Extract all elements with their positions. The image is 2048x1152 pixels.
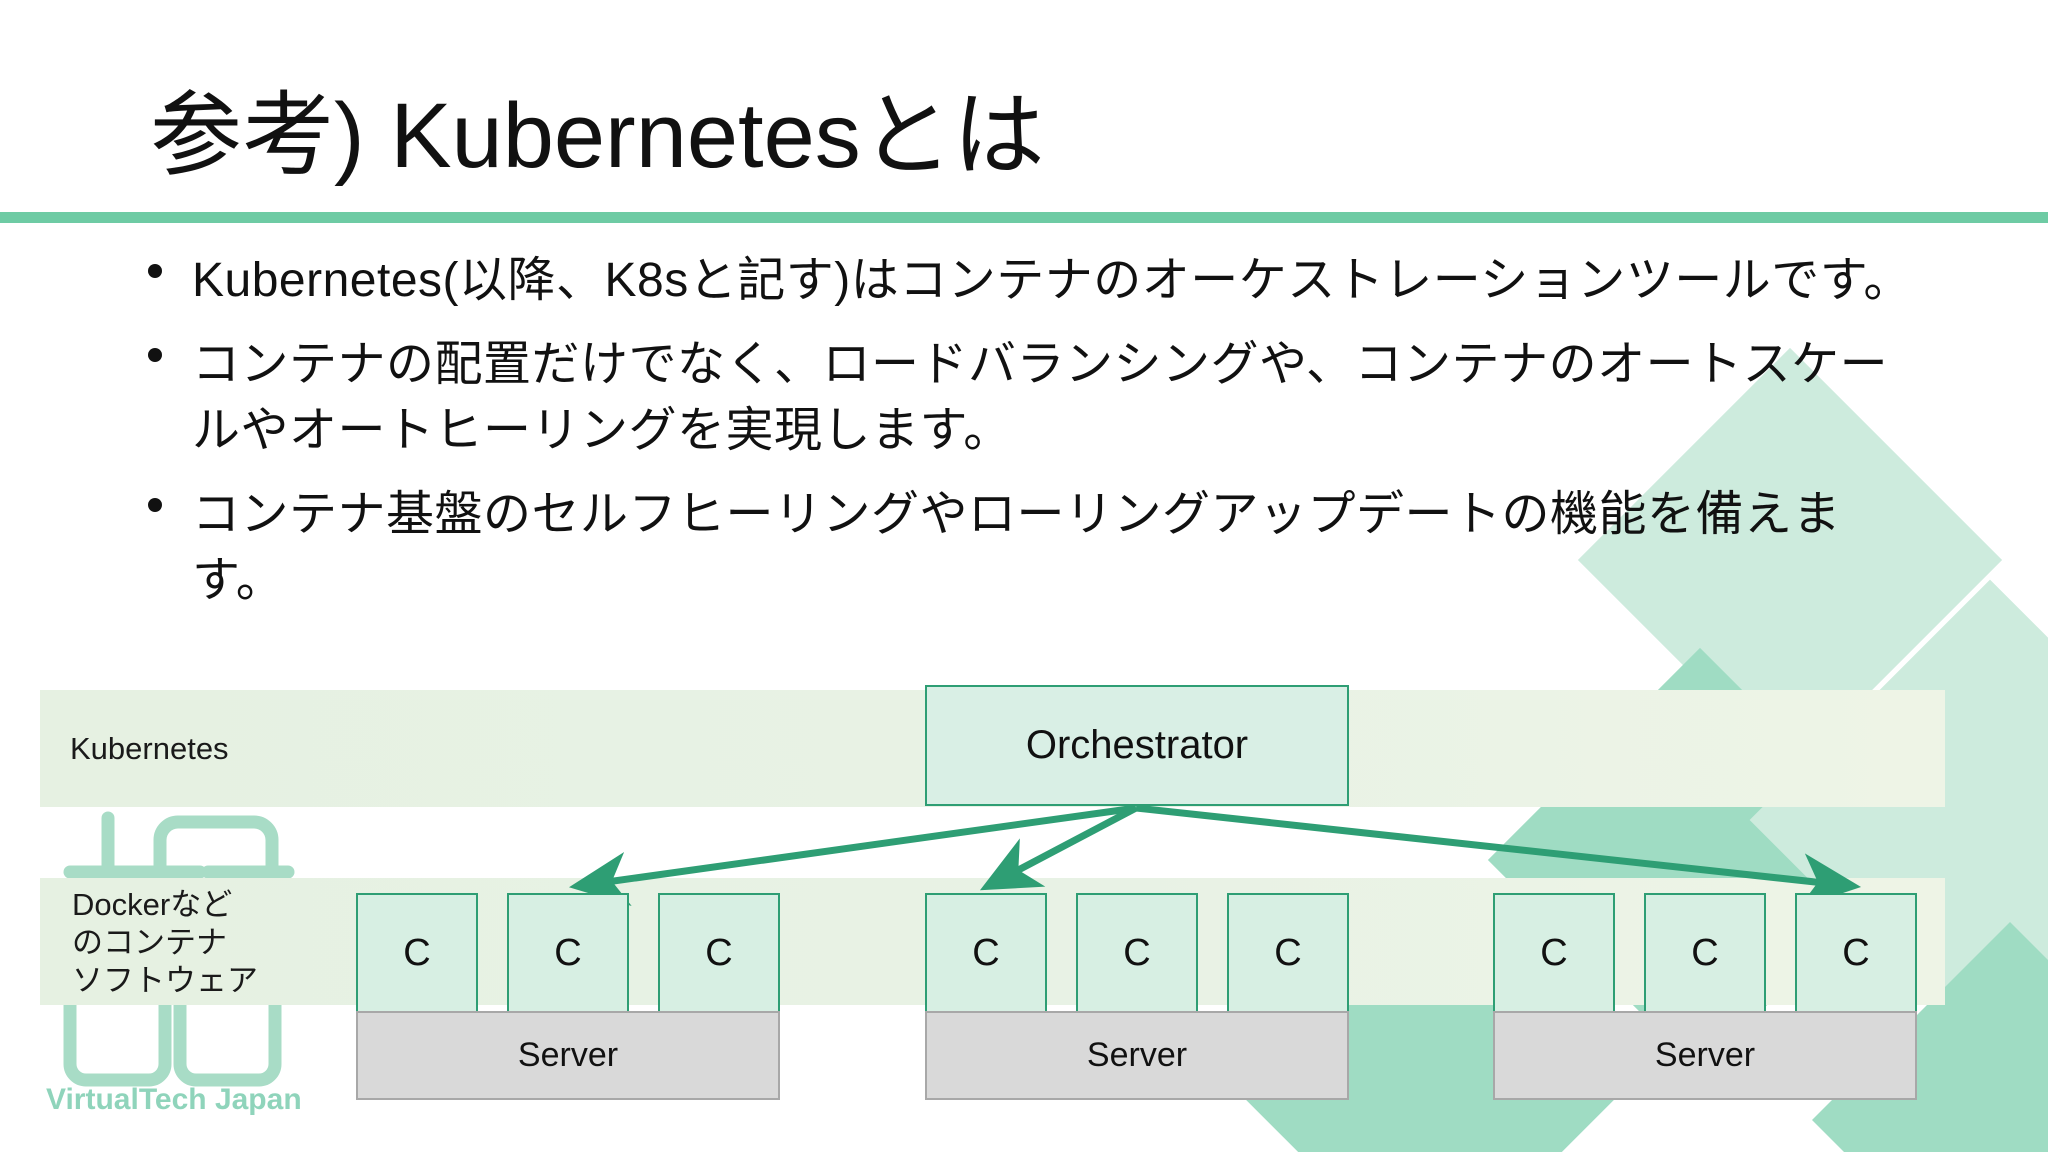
server-node[interactable]: Server	[925, 1011, 1349, 1100]
list-item: Kubernetes(以降、K8sと記す)はコンテナのオーケストレーションツール…	[140, 248, 1930, 314]
bullet-text: Kubernetes(以降、K8sと記す)はコンテナのオーケストレーションツール…	[192, 254, 1912, 307]
title-divider-rule	[0, 212, 2048, 223]
container-node[interactable]: C	[356, 893, 478, 1013]
bullet-text: コンテナの配置だけでなく、ロードバランシングや、コンテナのオートスケールやオート…	[192, 338, 1889, 457]
list-item: コンテナの配置だけでなく、ロードバランシングや、コンテナのオートスケールやオート…	[140, 332, 1930, 464]
container-node[interactable]: C	[507, 893, 629, 1013]
arrow-to-server-3	[1135, 804, 1862, 908]
kubernetes-layer-label: Kubernetes	[70, 731, 229, 766]
container-node[interactable]: C	[1227, 893, 1349, 1013]
bullet-text: コンテナ基盤のセルフヒーリングやローリングアップデートの機能を備えます。	[192, 488, 1842, 607]
orchestrator-node[interactable]: Orchestrator	[925, 685, 1349, 806]
list-item: コンテナ基盤のセルフヒーリングやローリングアップデートの機能を備えます。	[140, 482, 1930, 614]
arrow-to-server-2	[979, 804, 1138, 891]
container-node[interactable]: C	[1493, 893, 1615, 1013]
container-node[interactable]: C	[1076, 893, 1198, 1013]
container-node[interactable]: C	[925, 893, 1047, 1013]
container-node[interactable]: C	[1795, 893, 1917, 1013]
server-node[interactable]: Server	[356, 1011, 780, 1100]
page-title: 参考) Kubernetesとは	[150, 85, 1045, 187]
bullet-list: Kubernetes(以降、K8sと記す)はコンテナのオーケストレーションツール…	[140, 248, 1930, 632]
logo-wordmark: VirtualTech Japan	[46, 1083, 302, 1116]
arrow-to-server-1	[568, 804, 1137, 907]
server-node[interactable]: Server	[1493, 1011, 1917, 1100]
container-runtime-layer-label: Dockerなど のコンテナ ソフトウェア	[72, 887, 258, 998]
bullet-dot-icon	[148, 498, 162, 512]
bullet-dot-icon	[148, 264, 162, 278]
bullet-dot-icon	[148, 348, 162, 362]
container-node[interactable]: C	[658, 893, 780, 1013]
container-node[interactable]: C	[1644, 893, 1766, 1013]
